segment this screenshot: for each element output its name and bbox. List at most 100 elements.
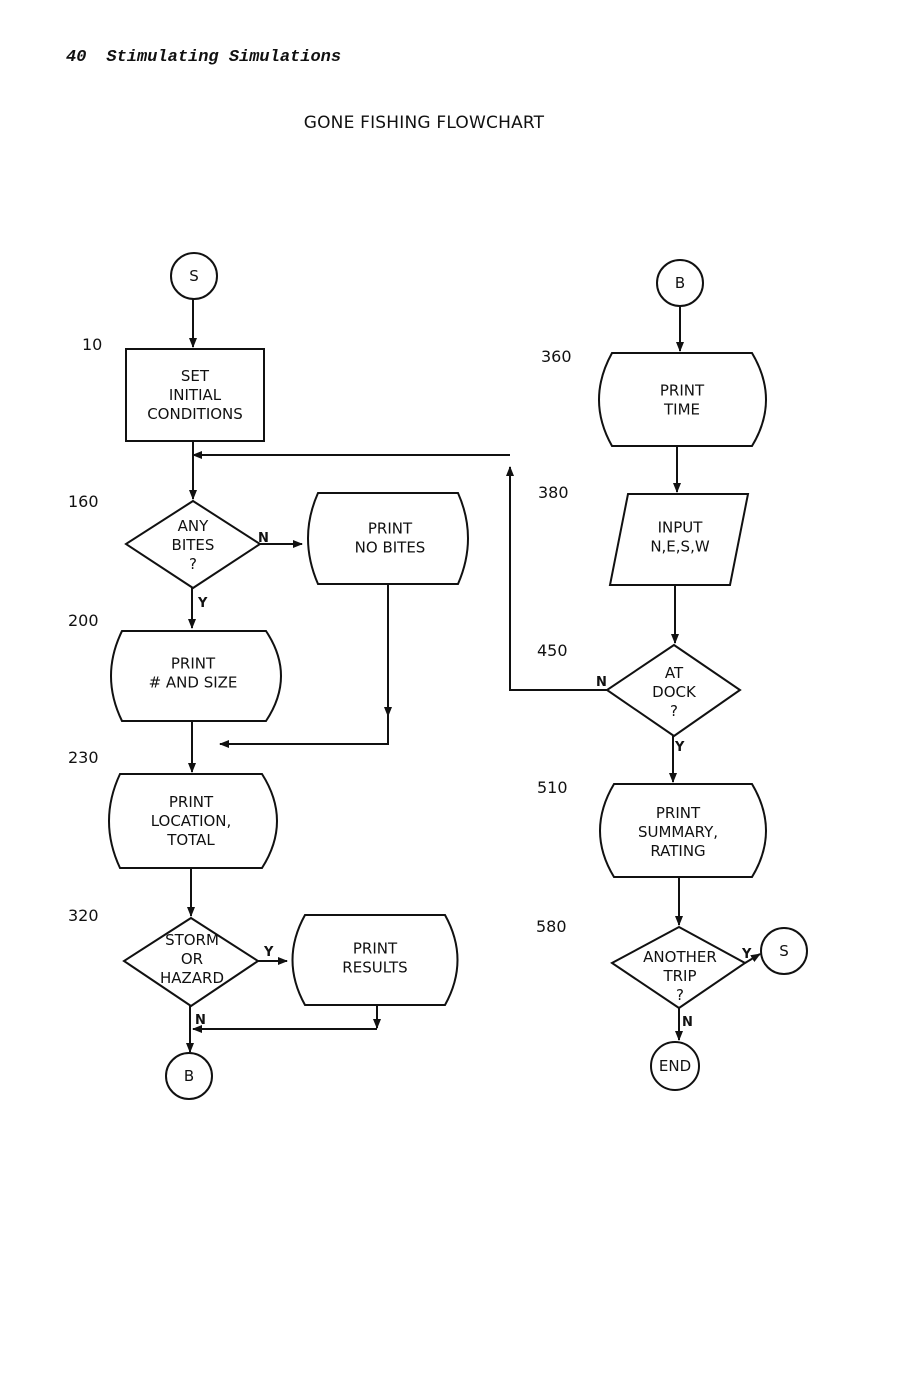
node-label-line: CONDITIONS xyxy=(147,405,243,423)
branch-label-storm-yes: Y xyxy=(263,945,274,960)
node-label-line: END xyxy=(659,1057,691,1075)
node-label-line: TIME xyxy=(663,401,700,419)
line-number-360: 360 xyxy=(541,347,572,366)
node-label-line: N,E,S,W xyxy=(650,538,710,556)
node-label-line: TRIP xyxy=(662,967,696,985)
print-size-display xyxy=(110,630,282,722)
node-label-line: TOTAL xyxy=(166,831,215,849)
node-label-line: RESULTS xyxy=(342,959,407,977)
start-label: S xyxy=(189,267,199,285)
page-number: 40 xyxy=(66,48,87,67)
line-number-320: 320 xyxy=(68,906,99,925)
branch-label-dock-no: N xyxy=(596,675,607,690)
line-number-510: 510 xyxy=(537,778,568,797)
node-label-line: LOCATION, xyxy=(151,812,232,830)
s-connector-out xyxy=(760,927,808,975)
print-size-label: PRINT# AND SIZE xyxy=(149,655,238,692)
node-label-line: B xyxy=(184,1067,194,1085)
line-number-580: 580 xyxy=(536,917,567,936)
node-label-line: ? xyxy=(189,555,197,573)
node-label-line: # AND SIZE xyxy=(149,674,238,692)
node-label-line: SUMMARY, xyxy=(638,823,718,841)
line-number-200: 200 xyxy=(68,611,99,630)
end-terminal xyxy=(650,1041,700,1091)
any-bites-decision xyxy=(124,499,262,590)
edge-trip-yes xyxy=(744,953,761,964)
print-time-display xyxy=(598,352,767,447)
node-label-line: S xyxy=(779,942,789,960)
branch-label-trip-yes: Y xyxy=(741,947,752,962)
node-label-line: INITIAL xyxy=(169,386,222,404)
print-no-bites-display xyxy=(307,492,469,585)
node-label-line: DOCK xyxy=(652,683,697,701)
node-label-line: PRINT xyxy=(353,940,398,958)
set-initial-process xyxy=(125,348,265,442)
shapes xyxy=(108,252,808,1100)
branch-label-storm-no: N xyxy=(195,1013,206,1028)
line-numbers: 10 160 200 230 320 360 380 450 510 580 xyxy=(68,335,572,936)
node-label-line: HAZARD xyxy=(160,969,224,987)
node-label-line: RATING xyxy=(650,842,705,860)
node-label-line: ? xyxy=(670,702,678,720)
branch-label-dock-yes: Y xyxy=(674,740,685,755)
node-label-line: STORM xyxy=(165,931,219,949)
node-label-line: PRINT xyxy=(169,793,214,811)
print-location-display xyxy=(108,773,278,869)
node-label-line: PRINT xyxy=(656,804,701,822)
b-connector-in xyxy=(656,259,704,307)
input-nesw-io xyxy=(608,493,750,586)
another-trip-decision xyxy=(610,925,747,1010)
edge-dock-no-loop xyxy=(506,466,607,691)
branch-label-bites-yes: Y xyxy=(197,596,208,611)
node-label-line: NO BITES xyxy=(355,539,426,557)
connectors xyxy=(186,299,761,1053)
node-label-line: PRINT xyxy=(171,655,216,673)
storm-hazard-decision xyxy=(122,916,260,1008)
node-label-line: OR xyxy=(181,950,203,968)
line-number-380: 380 xyxy=(538,483,569,502)
branch-labels: N Y Y N N Y Y N xyxy=(195,531,752,1030)
node-label-line: ? xyxy=(676,986,684,1004)
book-title: Stimulating Simulations xyxy=(106,48,342,67)
start-terminal xyxy=(170,252,218,300)
node-label-line: S xyxy=(189,267,199,285)
branch-label-bites-no: N xyxy=(258,531,269,546)
print-results-display xyxy=(291,914,459,1006)
line-number-10: 10 xyxy=(82,335,102,354)
line-number-160: 160 xyxy=(68,492,99,511)
line-number-450: 450 xyxy=(537,641,568,660)
node-label-line: INPUT xyxy=(658,519,704,537)
at-dock-decision xyxy=(605,643,742,738)
b-connector-out-label: B xyxy=(184,1067,194,1085)
node-label-line: B xyxy=(675,274,685,292)
node-label-line: ANY xyxy=(178,517,209,535)
node-label-line: SET xyxy=(181,367,210,385)
node-label-line: PRINT xyxy=(660,382,705,400)
edge-nobites-merge xyxy=(219,716,389,748)
node-label-line: AT xyxy=(665,664,684,682)
end-label: END xyxy=(659,1057,691,1075)
s-connector-out-label: S xyxy=(779,942,789,960)
line-number-230: 230 xyxy=(68,748,99,767)
node-label-line: BITES xyxy=(172,536,215,554)
branch-label-trip-no: N xyxy=(682,1015,693,1030)
b-connector-in-label: B xyxy=(675,274,685,292)
b-connector-out xyxy=(165,1052,213,1100)
node-label-line: ANOTHER xyxy=(643,948,717,966)
diagram-title: GONE FISHING FLOWCHART xyxy=(303,113,545,133)
page-header: 40 Stimulating Simulations xyxy=(66,48,341,67)
print-summary-display xyxy=(599,783,767,878)
node-label-line: PRINT xyxy=(368,520,413,538)
